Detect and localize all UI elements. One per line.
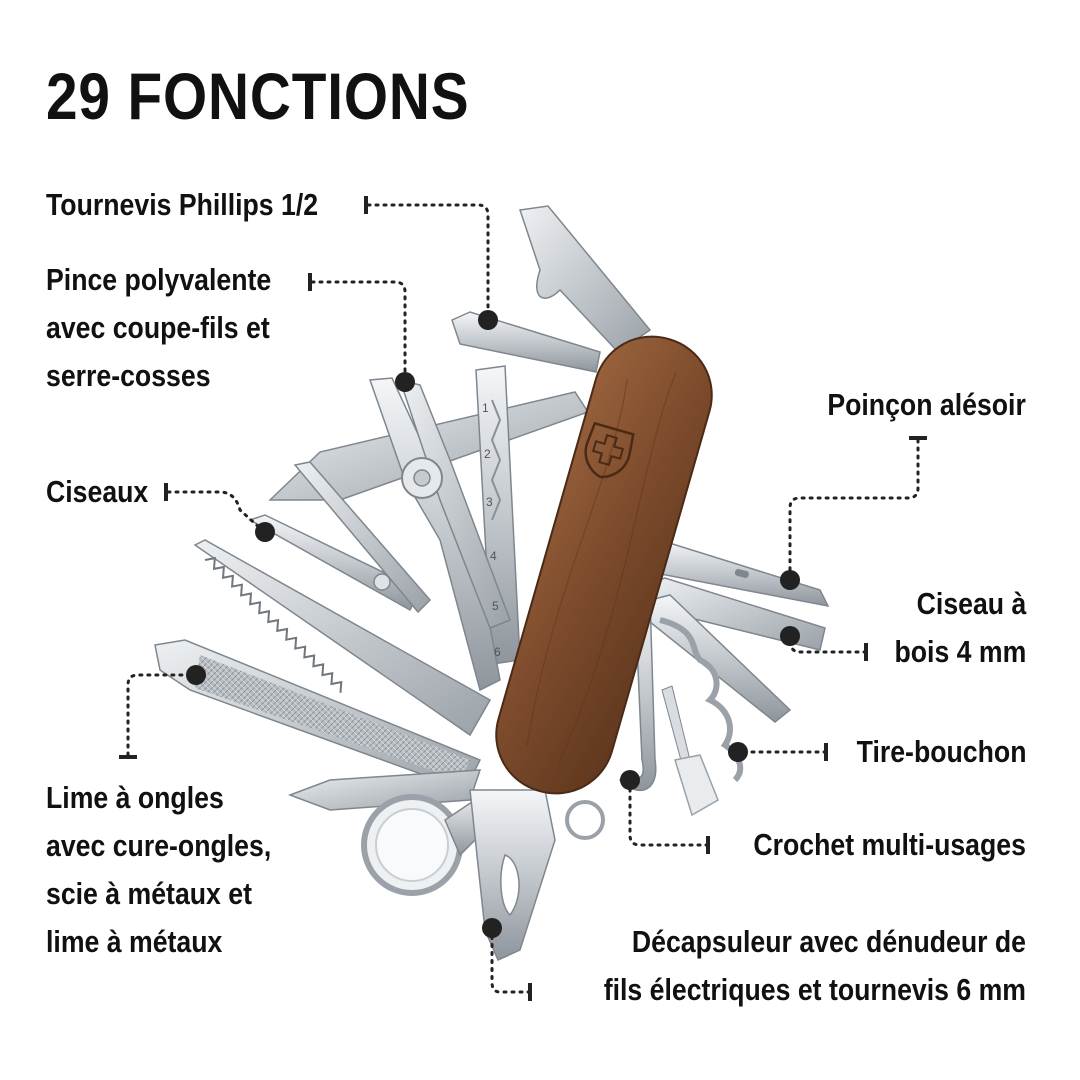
phillips-screwdriver	[451, 311, 601, 373]
saw-blade	[193, 539, 492, 737]
marker-ciseaux	[255, 522, 275, 542]
can-opener	[519, 205, 652, 353]
label-decapsuleur: Décapsuleur avec dénudeur de fils électr…	[603, 924, 1026, 1007]
label-pince: Pince polyvalente avec coupe-fils et ser…	[46, 262, 272, 393]
pin-tool	[661, 685, 691, 765]
ruler-mark: 1	[482, 401, 489, 415]
cross-emblem-icon	[584, 421, 635, 479]
label-crochet: Crochet multi-usages	[753, 827, 1026, 862]
key-ring	[565, 800, 605, 840]
ruler-mark: 4	[490, 549, 497, 563]
ruler-marks: 1 2 3 4 5 6	[482, 401, 501, 659]
marker-ciseau-bois	[780, 626, 800, 646]
leader-ciseaux	[166, 490, 264, 532]
marker-crochet	[620, 770, 640, 790]
ruler-mark: 6	[494, 645, 501, 659]
marker-decapsuleur	[482, 918, 502, 938]
label-lime: Lime à ongles avec cure-ongles, scie à m…	[46, 780, 272, 959]
page-title: 29 FONCTIONS	[46, 59, 470, 133]
label-ciseau-bois: Ciseau à bois 4 mm	[894, 586, 1026, 669]
marker-phillips	[478, 310, 498, 330]
label-phillips: Tournevis Phillips 1/2	[46, 187, 319, 222]
marker-pince	[395, 372, 415, 392]
label-ciseaux: Ciseaux	[46, 474, 149, 509]
leader-poincon	[788, 438, 920, 580]
leader-pince	[310, 280, 407, 382]
label-poincon: Poinçon alésoir	[827, 387, 1026, 422]
ruler-mark: 3	[486, 495, 493, 509]
marker-poincon	[780, 570, 800, 590]
ruler-mark: 2	[484, 447, 491, 461]
marker-tire-bouchon	[728, 742, 748, 762]
marker-lime	[186, 665, 206, 685]
leader-phillips	[366, 203, 490, 320]
ruler-mark: 5	[492, 599, 499, 613]
wooden-handle	[495, 335, 713, 795]
pliers	[368, 377, 501, 692]
label-tire-bouchon: Tire-bouchon	[856, 734, 1026, 769]
